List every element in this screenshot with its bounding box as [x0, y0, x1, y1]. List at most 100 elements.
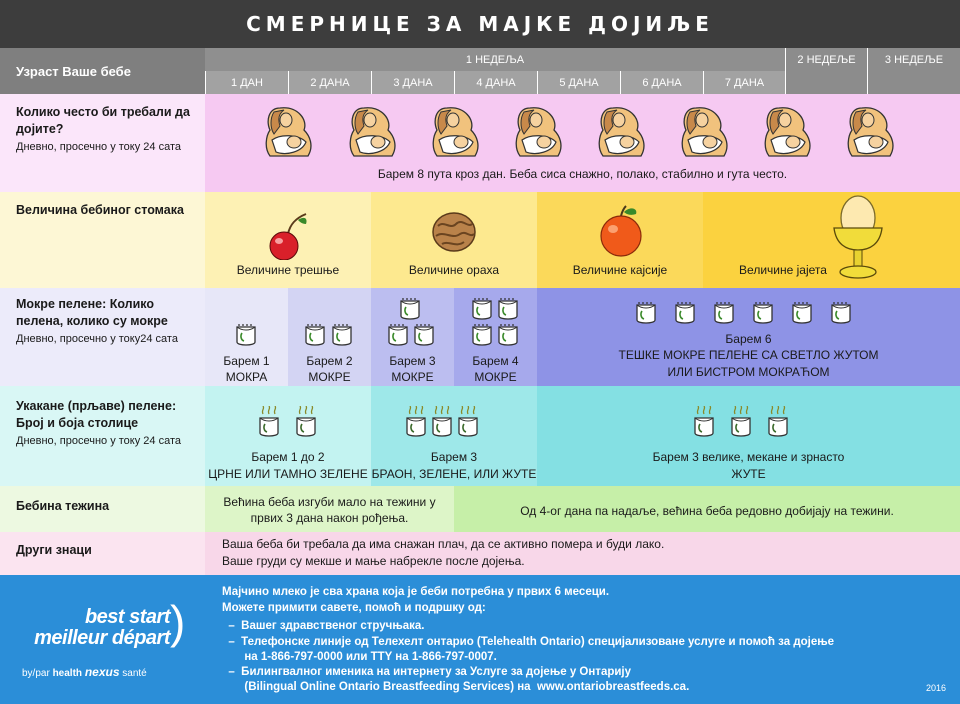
apricot-icon [596, 204, 646, 258]
wet-later-desc2: ИЛИ БИСТРОМ МОКРАЋОМ [667, 365, 830, 379]
dirty-diaper-icon [430, 405, 454, 438]
stomach-label: Величина бебиног стомака [16, 203, 184, 217]
footer-line: Можете примити савете, помоћ и подршку о… [222, 602, 486, 614]
wet-day3-text: Барем 3 МОКРЕ [389, 354, 436, 384]
logo-line2: meilleur départ [34, 627, 170, 649]
wet-diaper-icon [398, 296, 422, 322]
stool-b-count: Барем 3 [430, 450, 478, 464]
egg-cup-icon [830, 194, 886, 280]
wet-label: Мокре пелене: Колико пелена, колико су м… [16, 297, 168, 328]
logo-bracket-icon: ) [170, 596, 186, 648]
stool-a-color: ЦРНЕ ИЛИ ТАМНО ЗЕЛЕНЕ [208, 467, 368, 481]
dirty-diaper-icon [766, 405, 790, 438]
logo-by: by/par [22, 668, 50, 679]
other-label: Други знаци [16, 543, 92, 557]
wet-diaper-icon [303, 322, 327, 348]
stool-a-count: Барем 1 до 2 [251, 450, 325, 464]
wet-diaper-icon [673, 300, 697, 326]
wet-day2-text: Барем 2 МОКРЕ [306, 354, 353, 384]
dirty-diaper-icon [294, 405, 318, 438]
apricot-label: Величине кајсије [572, 263, 668, 277]
walnut-label: Величине ораха [408, 263, 500, 277]
dirty-diaper-icon [729, 405, 753, 438]
stool-label-cell: Укакане (прљаве) пелене: Број и боја сто… [0, 386, 205, 486]
wet-diaper-icon [330, 322, 354, 348]
wet-diaper-icon [386, 322, 410, 348]
feeding-label-cell: Колико често би требали да дојите? Дневн… [0, 94, 205, 192]
week3-header: 3 НЕДЕЉЕ [867, 48, 960, 94]
weight-a-text: Већина беба изгуби мало на тежини у први… [223, 495, 436, 525]
day-header: 2 ДАНА [288, 71, 371, 94]
page-title: СМЕРНИЦЕ ЗА МАЈКЕ ДОЈИЉЕ [0, 0, 960, 48]
other-label-cell: Други знаци [0, 532, 205, 575]
feeding-sub: Дневно, просечно у току 24 сата [16, 141, 181, 153]
wet-diaper-icon [470, 296, 494, 322]
wet-day4-text: Барем 4 МОКРЕ [472, 354, 519, 384]
feeding-label: Колико често би требали да дојите? [16, 105, 190, 136]
wet-diaper-icon [712, 300, 736, 326]
other-line1: Ваша беба би требала да има снажан плач,… [222, 537, 665, 551]
other-line2: Ваше груди су мекше и мање набрекле посл… [222, 554, 525, 568]
footer-line: – Билингвалног именика на интернету за У… [222, 666, 632, 678]
dirty-diaper-icon [692, 405, 716, 438]
week1-header: 1 НЕДЕЉА [205, 48, 785, 71]
wet-day5-cell [537, 288, 960, 386]
logo-org2: nexus [84, 665, 120, 679]
wet-diaper-icon [496, 296, 520, 322]
wet-label-wrap: Мокре пелене: Колико пелена, колико су м… [16, 296, 201, 346]
day-header: 6 ДАНА [620, 71, 703, 94]
breastfeeding-mother-icon [425, 100, 485, 160]
cherry-label: Величине трешње [236, 263, 340, 277]
footer-line: Мајчино млеко је сва храна која је беби … [222, 586, 610, 598]
weight-b-text: Од 4-ог дана па надаље, већина беба редо… [520, 504, 894, 518]
feeding-row [205, 94, 960, 192]
stool-c-cell [537, 386, 960, 486]
footer-line: (Bilingual Online Ontario Breastfeeding … [222, 681, 690, 693]
feeding-text: Барем 8 пута кроз дан. Беба сиса снажно,… [377, 167, 788, 181]
logo-org1: health [52, 668, 83, 679]
stool-label: Укакане (прљаве) пелене: Број и боја сто… [16, 399, 177, 430]
wet-later-count: Барем 6 [725, 332, 772, 346]
stool-b-cell [371, 386, 537, 486]
day-header: 3 ДАНА [371, 71, 454, 94]
breastfeeding-mother-icon [342, 100, 402, 160]
logo-org: by/par health nexus santé [22, 665, 147, 679]
dirty-diaper-icon [257, 405, 281, 438]
stool-c-color: ЖУТЕ [731, 467, 766, 481]
wet-diaper-icon [790, 300, 814, 326]
walnut-icon [430, 208, 478, 254]
wet-diaper-icon [234, 322, 258, 348]
stomach-egg-cell [703, 192, 960, 288]
wet-day2-cell [288, 288, 371, 386]
logo-line1: best start [84, 606, 171, 628]
breastfeeding-mother-icon [674, 100, 734, 160]
day-header: 7 ДАНА [703, 71, 785, 94]
weight-b-cell [454, 486, 960, 532]
wet-diaper-icon [496, 322, 520, 348]
stool-c-count: Барем 3 велике, мекане и зрнасто [652, 450, 845, 464]
stool-sub: Дневно, просечно у току 24 сата [16, 435, 181, 447]
weight-label: Бебина тежина [16, 499, 110, 513]
stool-b-color: БРАОН, ЗЕЛЕНЕ, ИЛИ ЖУТЕ [371, 467, 537, 481]
week2-header: 2 НЕДЕЉЕ [785, 48, 867, 94]
feeding-label-wrap: Колико често би требали да дојите? Дневн… [16, 104, 201, 154]
breastfeeding-mother-icon [757, 100, 817, 160]
stomach-label-cell: Величина бебиног стомака [0, 192, 205, 288]
wet-day1-text: Барем 1 МОКРА [223, 354, 270, 384]
wet-diaper-icon [751, 300, 775, 326]
wet-diaper-icon [412, 322, 436, 348]
footer-line: – Телефонске линије од Телехелт онтарио … [222, 636, 835, 648]
footer: best start meilleur départ ) by/par heal… [0, 575, 960, 704]
day-header: 1 ДАН [205, 71, 288, 94]
logo-text: best start meilleur départ [20, 607, 170, 649]
breastfeeding-mother-icon [591, 100, 651, 160]
breastfeeding-mother-icon [840, 100, 900, 160]
dirty-diaper-icon [456, 405, 480, 438]
weight-label-cell: Бебина тежина [0, 486, 205, 532]
footer-line: – Вашег здравственог стручњака. [222, 620, 425, 632]
footer-line: на 1-866-797-0000 или TTY на 1-866-797-0… [222, 651, 497, 663]
wet-sub: Дневно, просечно у току24 сата [16, 333, 178, 345]
breastfeeding-mother-icon [258, 100, 318, 160]
egg-label: Величине јајета [739, 263, 827, 277]
